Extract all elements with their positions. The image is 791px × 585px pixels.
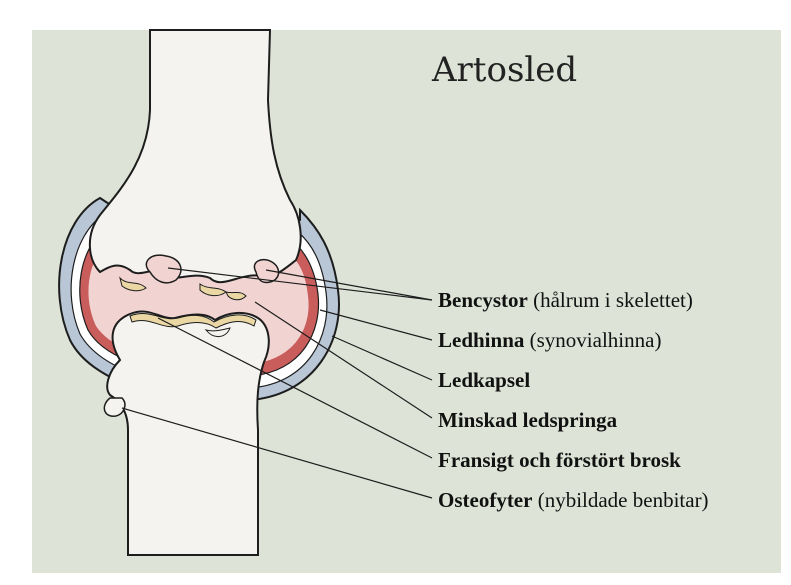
- label-bone-cysts-term: Bencystor: [438, 288, 528, 312]
- label-osteophytes-term: Osteofyter: [438, 488, 532, 512]
- label-joint-capsule-term: Ledkapsel: [438, 368, 530, 392]
- label-synovium-term: Ledhinna: [438, 328, 524, 352]
- label-joint-space-term: Minskad ledspringa: [438, 408, 617, 432]
- label-bone-cysts: Bencystor (hålrum i skelettet): [438, 288, 693, 313]
- label-bone-cysts-note: (hålrum i skelettet): [528, 288, 693, 312]
- label-cartilage-term: Fransigt och förstört brosk: [438, 448, 681, 472]
- label-synovium-note: (synovialhinna): [524, 328, 661, 352]
- lower-bone: [107, 312, 269, 555]
- upper-bone: [90, 30, 301, 282]
- diagram-title: Artosled: [432, 50, 577, 90]
- label-joint-capsule: Ledkapsel: [438, 368, 530, 393]
- label-cartilage: Fransigt och förstört brosk: [438, 448, 681, 473]
- leader-line-capsule: [332, 336, 432, 380]
- label-osteophytes-note: (nybildade benbitar): [532, 488, 708, 512]
- label-osteophytes: Osteofyter (nybildade benbitar): [438, 488, 709, 513]
- label-joint-space: Minskad ledspringa: [438, 408, 617, 433]
- label-synovium: Ledhinna (synovialhinna): [438, 328, 661, 353]
- osteophyte: [104, 398, 125, 416]
